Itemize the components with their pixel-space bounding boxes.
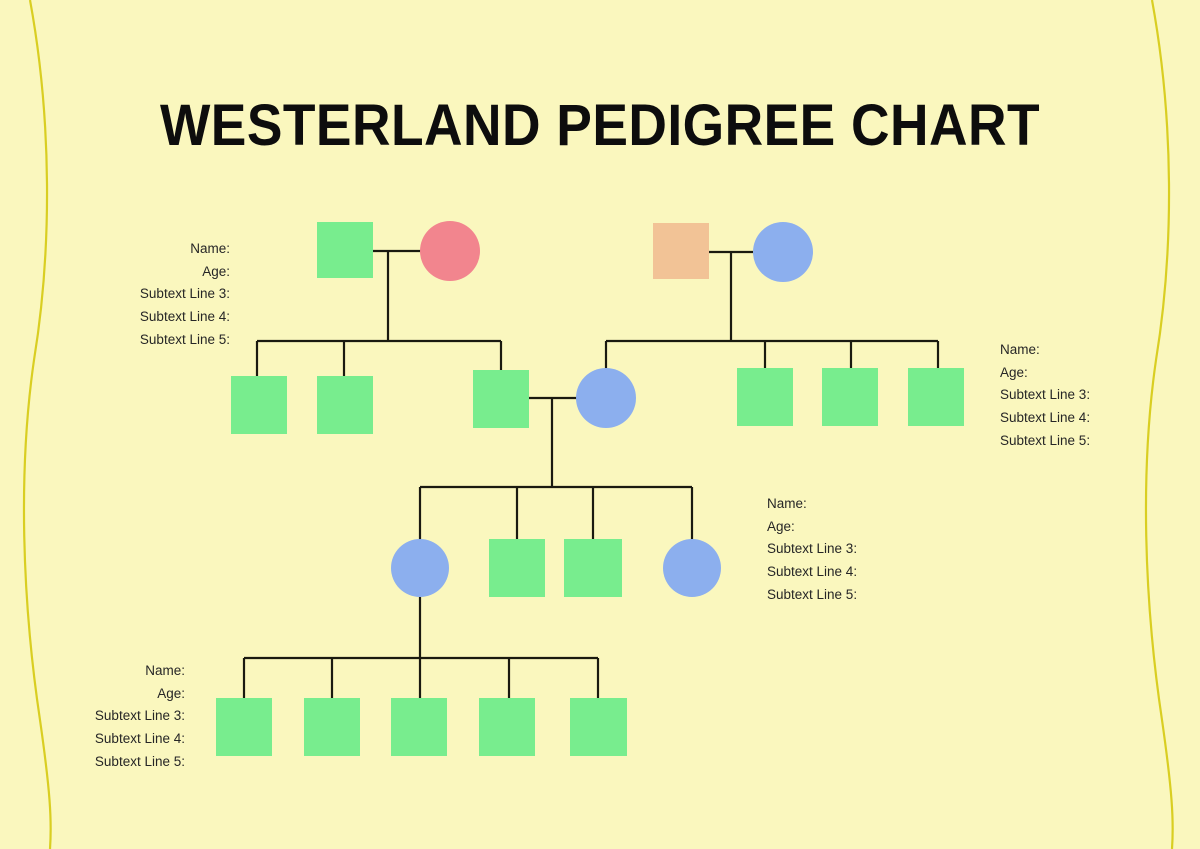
info-line-name: Name: bbox=[190, 241, 230, 256]
info-line-subtext-3: Subtext Line 3: bbox=[767, 541, 858, 557]
info-line-age: Age: bbox=[1000, 364, 1028, 380]
pedigree-node-male-g4-d[interactable] bbox=[479, 698, 535, 756]
page-title: WESTERLAND PEDIGREE CHART bbox=[159, 93, 1041, 158]
pedigree-node-male-g4-b[interactable] bbox=[304, 698, 360, 756]
info-line-subtext-3: Subtext Line 3: bbox=[1000, 387, 1091, 403]
info-line-name: Name: bbox=[145, 663, 185, 678]
info-line-age: Age: bbox=[767, 518, 795, 534]
pedigree-node-male-g1-c[interactable] bbox=[653, 223, 709, 279]
pedigree-node-male-g3-c[interactable] bbox=[564, 539, 622, 597]
info-block-top-left: Name: Age: Subtext Line 3: Subtext Line … bbox=[48, 238, 230, 352]
pedigree-node-male-g4-c[interactable] bbox=[391, 698, 447, 756]
pedigree-node-female-g1-d[interactable] bbox=[753, 222, 813, 282]
info-line-subtext-4: Subtext Line 4: bbox=[139, 309, 230, 325]
pedigree-node-male-g1-a[interactable] bbox=[317, 222, 373, 278]
info-block-bottom-left: Name: Age: Subtext Line 3: Subtext Line … bbox=[0, 660, 185, 774]
info-line-name: Name: bbox=[1000, 342, 1040, 357]
info-line-age: Age: bbox=[157, 685, 185, 701]
info-block-middle: Name: Age: Subtext Line 3: Subtext Line … bbox=[767, 493, 957, 607]
pedigree-node-male-g2-g[interactable] bbox=[908, 368, 964, 426]
info-line-subtext-5: Subtext Line 5: bbox=[139, 331, 230, 347]
pedigree-node-male-g2-c[interactable] bbox=[473, 370, 529, 428]
info-line-subtext-5: Subtext Line 5: bbox=[767, 586, 858, 602]
info-line-name: Name: bbox=[767, 496, 807, 511]
info-line-age: Age: bbox=[202, 263, 230, 279]
pedigree-node-male-g2-a[interactable] bbox=[231, 376, 287, 434]
pedigree-node-male-g4-a[interactable] bbox=[216, 698, 272, 756]
pedigree-node-male-g3-b[interactable] bbox=[489, 539, 545, 597]
pedigree-node-female-g3-a[interactable] bbox=[391, 539, 449, 597]
pedigree-node-male-g2-b[interactable] bbox=[317, 376, 373, 434]
pedigree-node-male-g2-f[interactable] bbox=[822, 368, 878, 426]
pedigree-node-male-g4-e[interactable] bbox=[570, 698, 627, 756]
info-line-subtext-4: Subtext Line 4: bbox=[94, 731, 185, 747]
decorative-wave-right-icon bbox=[1144, 0, 1174, 849]
info-line-subtext-5: Subtext Line 5: bbox=[1000, 432, 1091, 448]
info-line-subtext-3: Subtext Line 3: bbox=[94, 708, 185, 724]
info-line-subtext-3: Subtext Line 3: bbox=[139, 286, 230, 302]
info-line-subtext-5: Subtext Line 5: bbox=[94, 753, 185, 769]
info-line-subtext-4: Subtext Line 4: bbox=[1000, 410, 1091, 426]
decorative-wave-left-icon bbox=[22, 0, 52, 849]
info-block-right: Name: Age: Subtext Line 3: Subtext Line … bbox=[1000, 339, 1190, 453]
pedigree-node-female-g1-b[interactable] bbox=[420, 221, 480, 281]
pedigree-node-female-g2-d[interactable] bbox=[576, 368, 636, 428]
pedigree-node-male-g2-e[interactable] bbox=[737, 368, 793, 426]
pedigree-node-female-g3-d[interactable] bbox=[663, 539, 721, 597]
info-line-subtext-4: Subtext Line 4: bbox=[767, 564, 858, 580]
